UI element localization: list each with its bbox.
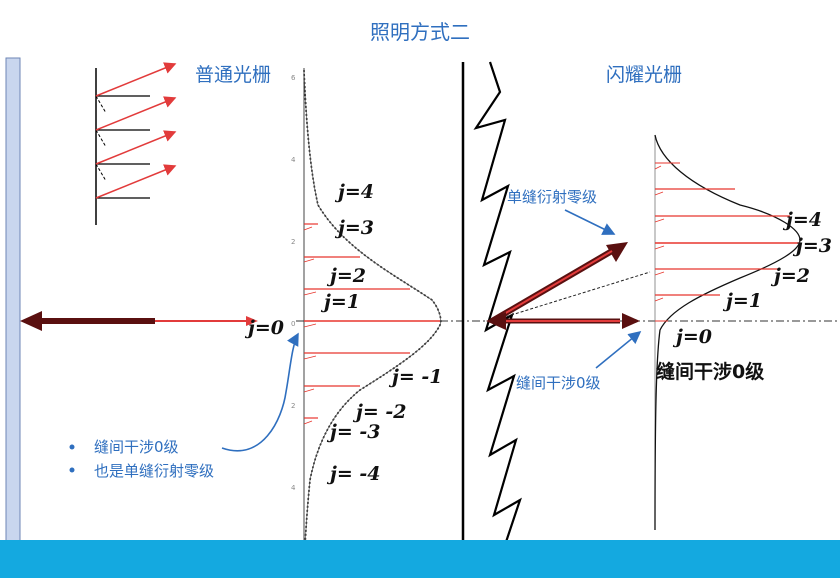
note-interference-zero-blue: 缝间干涉0级 bbox=[516, 374, 601, 392]
zero-order-arrow-left bbox=[20, 311, 258, 331]
grating-sketch bbox=[95, 62, 177, 225]
svg-text:6: 6 bbox=[291, 74, 296, 82]
screen-bar bbox=[5, 57, 21, 578]
note-interference-zero-black: 缝间干涉0级 bbox=[656, 360, 764, 383]
left-intensity-pattern: 6 4 2 0 2 4 6 bbox=[291, 69, 442, 576]
right-order-4: j=4 bbox=[782, 209, 822, 231]
bottom-bar bbox=[0, 540, 840, 578]
right-order-3: j=3 bbox=[792, 235, 832, 257]
left-order-labels: j=4 j=3 j=2 j=1 j=0 j= -1 j= -2 j= -3 j=… bbox=[244, 181, 443, 485]
left-notes: 缝间干涉0级 也是单缝衍射零级 bbox=[69, 332, 299, 480]
right-order-2: j=2 bbox=[770, 265, 810, 287]
blazed-grating-profile bbox=[473, 61, 522, 578]
left-order-minus-2: j= -2 bbox=[352, 401, 407, 423]
left-note-2: 也是单缝衍射零级 bbox=[94, 462, 214, 480]
left-order-1: j=1 bbox=[320, 291, 360, 313]
left-order-3: j=3 bbox=[334, 217, 374, 239]
left-order-4: j=4 bbox=[334, 181, 374, 203]
blazed-grating-title: 闪耀光栅 bbox=[606, 64, 683, 86]
left-note-1: 缝间干涉0级 bbox=[94, 438, 179, 456]
left-order-0: j=0 bbox=[244, 317, 284, 339]
svg-text:4: 4 bbox=[291, 156, 296, 164]
right-arrows bbox=[486, 242, 651, 330]
svg-text:0: 0 bbox=[291, 320, 295, 328]
left-order-2: j=2 bbox=[326, 265, 366, 287]
note-single-slit-zero: 单缝衍射零级 bbox=[507, 188, 597, 206]
right-order-1: j=1 bbox=[722, 290, 762, 312]
left-order-minus-3: j= -3 bbox=[326, 421, 381, 443]
svg-text:2: 2 bbox=[291, 238, 295, 246]
diagram-title: 照明方式二 bbox=[370, 20, 470, 44]
right-order-labels: j=4 j=3 j=2 j=1 j=0 bbox=[672, 209, 832, 348]
left-order-minus-4: j= -4 bbox=[326, 463, 381, 485]
right-order-0: j=0 bbox=[672, 326, 712, 348]
svg-text:2: 2 bbox=[291, 402, 295, 410]
right-notes: 单缝衍射零级 缝间干涉0级 缝间干涉0级 bbox=[507, 188, 764, 392]
svg-text:4: 4 bbox=[291, 484, 296, 492]
ordinary-grating-title: 普通光栅 bbox=[195, 64, 272, 86]
left-order-minus-1: j= -1 bbox=[388, 366, 443, 388]
right-intensity-pattern bbox=[654, 134, 801, 531]
